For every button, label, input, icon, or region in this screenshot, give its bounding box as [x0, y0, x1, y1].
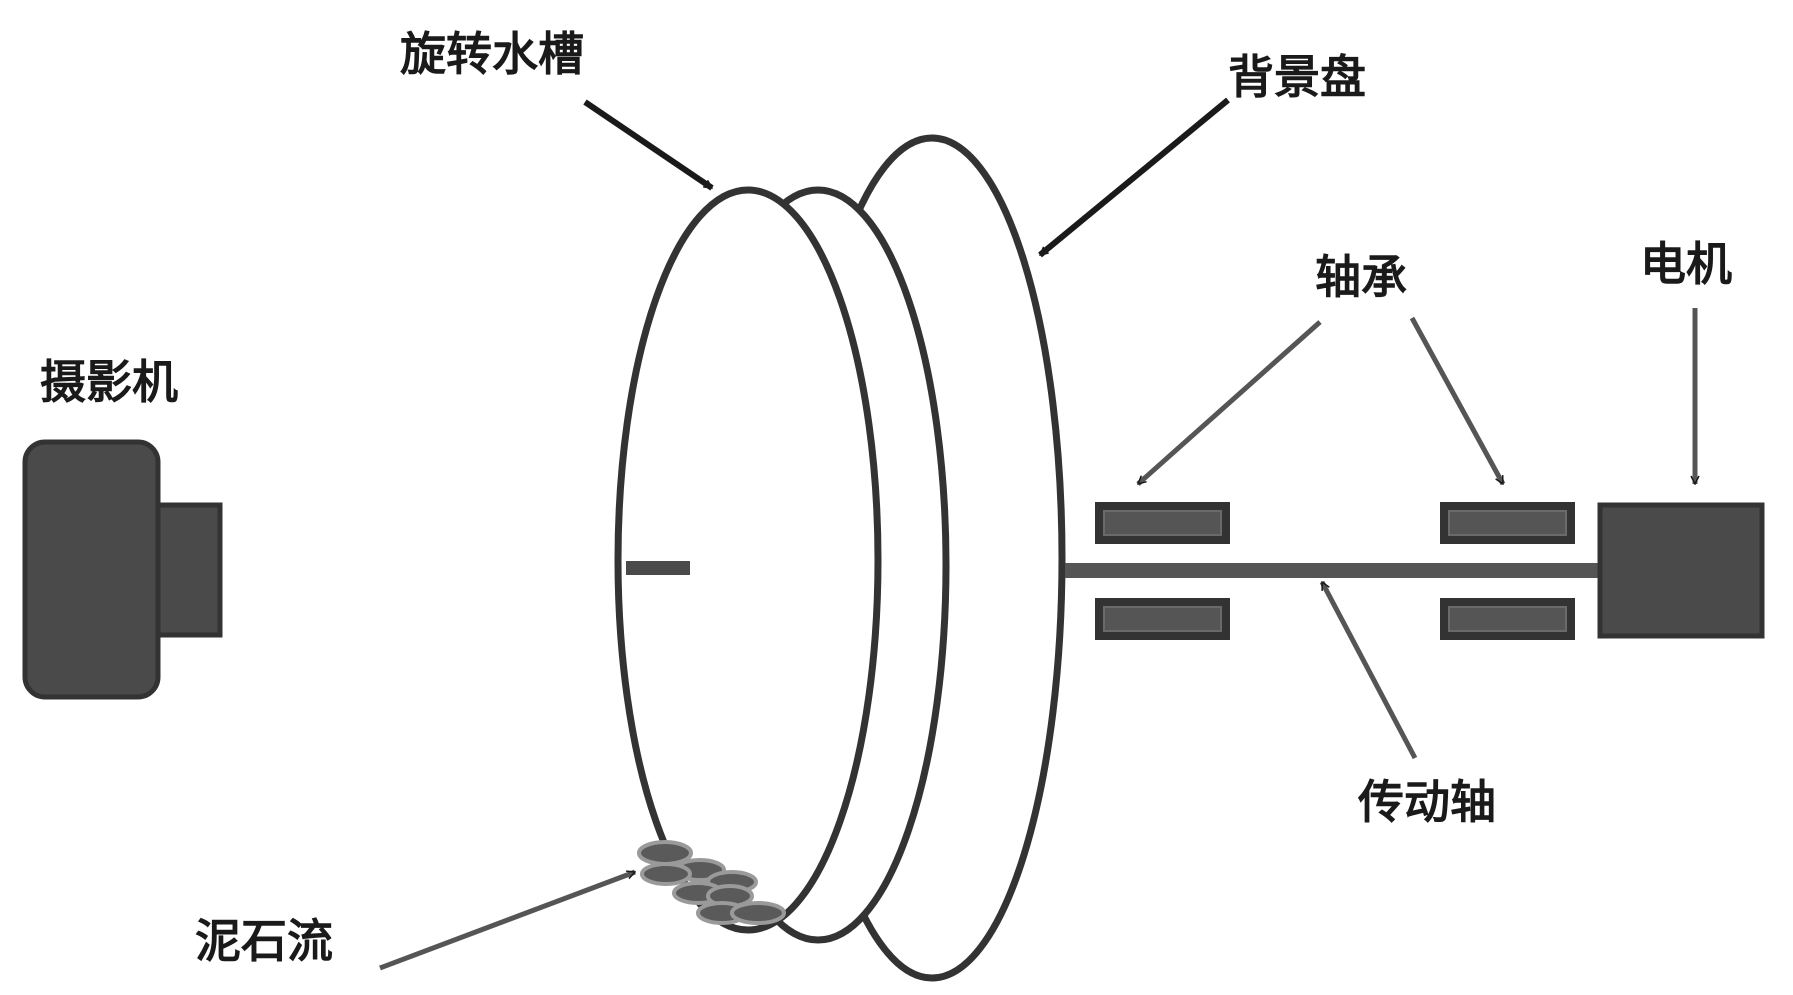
- arrow-background-disk: [1038, 97, 1230, 258]
- label-drive-shaft: 传动轴: [1357, 775, 1496, 829]
- label-rotating-flume: 旋转水槽: [400, 27, 584, 81]
- bearing-left-bottom-inner: [1103, 606, 1222, 632]
- pebble: [637, 840, 693, 866]
- arrow-drive-shaft: [1319, 582, 1418, 760]
- label-bearing: 轴承: [1315, 250, 1407, 304]
- bearing-left-top-inner: [1103, 510, 1222, 536]
- label-camera: 摄影机: [40, 355, 178, 409]
- drive-shaft: [1065, 563, 1610, 578]
- rotating-flume-front: [614, 186, 882, 934]
- arrow-bearing-right: [1409, 316, 1506, 484]
- bearing-right-bottom-inner: [1448, 606, 1567, 632]
- arrow-rotating-flume: [583, 99, 714, 191]
- arrow-debris-flow: [379, 869, 635, 971]
- pebble: [730, 901, 786, 925]
- camera: [22, 439, 223, 700]
- bearing-left: [1095, 502, 1230, 640]
- bearing-right: [1440, 502, 1575, 640]
- camera-lens: [155, 502, 223, 638]
- camera-body: [22, 439, 161, 700]
- label-debris-flow: 泥石流: [195, 914, 333, 968]
- arrow-bearing-left: [1136, 320, 1322, 486]
- label-background-disk: 背景盘: [1228, 50, 1366, 104]
- bearing-right-top-inner: [1448, 510, 1567, 536]
- label-motor: 电机: [1640, 237, 1732, 291]
- flume-center-marker: [626, 561, 690, 575]
- pebble: [640, 862, 692, 886]
- debris-flow-pebbles: [637, 840, 786, 925]
- motor: [1597, 502, 1765, 639]
